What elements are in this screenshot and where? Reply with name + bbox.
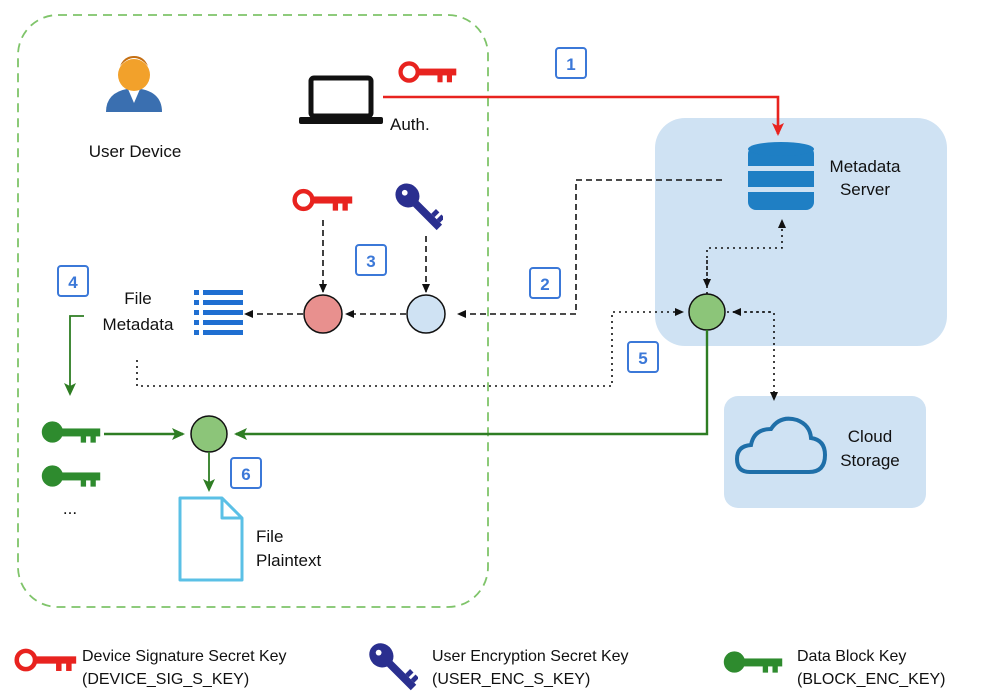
- server-hub-node: [688, 293, 726, 331]
- file-metadata-label-2: Metadata: [103, 315, 174, 334]
- device-key-icon: [295, 191, 353, 210]
- block-key-icon: [724, 651, 782, 672]
- user-key-icon: [364, 638, 421, 695]
- block-decrypt-node: [190, 415, 228, 453]
- step-badge-5: 5: [627, 341, 659, 373]
- more-keys-ellipsis: ...: [63, 499, 77, 518]
- file-plaintext-label-2: Plaintext: [256, 551, 321, 570]
- metadata-to-keys-arrow: [64, 315, 84, 396]
- auth-label: Auth.: [390, 115, 430, 134]
- user-device-label: User Device: [89, 142, 182, 161]
- laptop-icon: [299, 75, 383, 124]
- metadata-server-box: [655, 118, 947, 346]
- metadata-server-label-2: Server: [840, 180, 890, 199]
- file-metadata-label-1: File: [124, 289, 151, 308]
- list-icon: [194, 290, 243, 335]
- user-key-decrypt-node: [406, 294, 446, 334]
- legend-item-user-key: User Encryption Secret Key (USER_ENC_S_K…: [364, 638, 629, 695]
- step-badge-3: 3: [355, 244, 387, 276]
- legend-device-key-title: Device Signature Secret Key: [82, 648, 287, 665]
- block-key-icon: [42, 465, 100, 486]
- block-key-icon: [42, 421, 100, 442]
- step-badge-4: 4: [57, 265, 89, 297]
- svg-text:1: 1: [566, 55, 575, 74]
- database-icon: [746, 142, 816, 210]
- device-key-icon: [401, 63, 457, 82]
- legend-user-key-title: User Encryption Secret Key: [432, 648, 629, 665]
- data-block-arrow: [234, 330, 709, 440]
- cloud-storage-label-1: Cloud: [848, 427, 892, 446]
- legend-user-key-name: (USER_ENC_S_KEY): [432, 671, 590, 688]
- svg-text:4: 4: [68, 273, 78, 292]
- step-badge-1: 1: [555, 47, 587, 79]
- legend-block-key-title: Data Block Key: [797, 648, 906, 665]
- svg-text:6: 6: [241, 465, 250, 484]
- auth-arrow: [383, 95, 784, 136]
- device-key-icon: [17, 651, 76, 671]
- step-badge-6: 6: [230, 457, 262, 489]
- file-icon: [178, 496, 244, 582]
- legend-item-block-key: Data Block Key (BLOCK_ENC_KEY): [724, 648, 946, 688]
- legend: Device Signature Secret Key (DEVICE_SIG_…: [17, 638, 946, 695]
- metadata-fetch-arrow: [457, 179, 722, 318]
- svg-text:2: 2: [540, 275, 549, 294]
- metadata-server-label-1: Metadata: [830, 157, 901, 176]
- legend-block-key-name: (BLOCK_ENC_KEY): [797, 671, 946, 688]
- step-badge-2: 2: [529, 267, 561, 299]
- user-avatar-icon: [106, 56, 162, 112]
- cloud-storage-label-2: Storage: [840, 451, 900, 470]
- legend-item-device-key: Device Signature Secret Key (DEVICE_SIG_…: [17, 648, 287, 688]
- user-device-boundary: [17, 14, 489, 608]
- device-key-verify-node: [303, 294, 343, 334]
- legend-device-key-name: (DEVICE_SIG_S_KEY): [82, 671, 249, 688]
- cloud-icon: [734, 416, 828, 474]
- user-key-icon: [390, 178, 447, 235]
- file-plaintext-label-1: File: [256, 527, 283, 546]
- svg-text:3: 3: [366, 252, 375, 271]
- svg-text:5: 5: [638, 349, 647, 368]
